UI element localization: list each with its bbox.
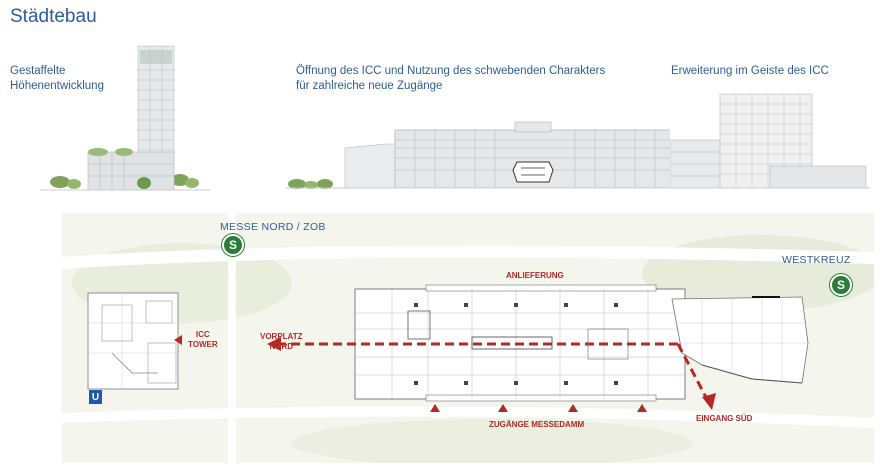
label-zugaenge-messedamm: ZUGÄNGE MESSEDAMM: [489, 420, 585, 429]
ubahn-icon: U: [89, 390, 102, 404]
extension-elevation: [670, 93, 870, 189]
label-eingang-sued: EINGANG SÜD: [696, 414, 753, 423]
messedamm-entrance-markers: [430, 404, 647, 412]
icc-tower-footprint: [87, 292, 179, 390]
forecourt-arrowhead: [267, 337, 281, 351]
caption-height-development: Gestaffelte Höhenentwicklung: [10, 65, 104, 92]
page-title: Städtebau: [10, 6, 97, 27]
caption-extension: Erweiterung im Geiste des ICC: [671, 65, 829, 77]
icc-elevation: [285, 121, 670, 189]
site-plan: MESSE NORD / ZOB S WESTKREUZ S U ANLIEFE…: [62, 213, 874, 463]
tower-elevation: [40, 45, 210, 191]
label-icc-tower: ICC TOWER: [188, 330, 218, 349]
sbahn-icon-westkreuz: S: [830, 274, 852, 296]
caption-icc-opening: Öffnung des ICC und Nutzung des schweben…: [296, 65, 606, 92]
sbahn-icon-messe-nord: S: [222, 234, 244, 256]
south-entrance-arrowhead: [702, 393, 716, 410]
site-plan-drawing: [62, 213, 874, 463]
label-anlieferung: ANLIEFERUNG: [506, 271, 564, 280]
south-entrance-path: [676, 343, 710, 402]
extension-footprint: [671, 296, 809, 384]
label-vorplatz-nord: VORPLATZ NORD: [260, 332, 303, 351]
station-label-westkreuz: WESTKREUZ: [782, 254, 851, 266]
tower-arrowhead: [174, 335, 182, 345]
station-label-messe-nord: MESSE NORD / ZOB: [220, 221, 326, 233]
